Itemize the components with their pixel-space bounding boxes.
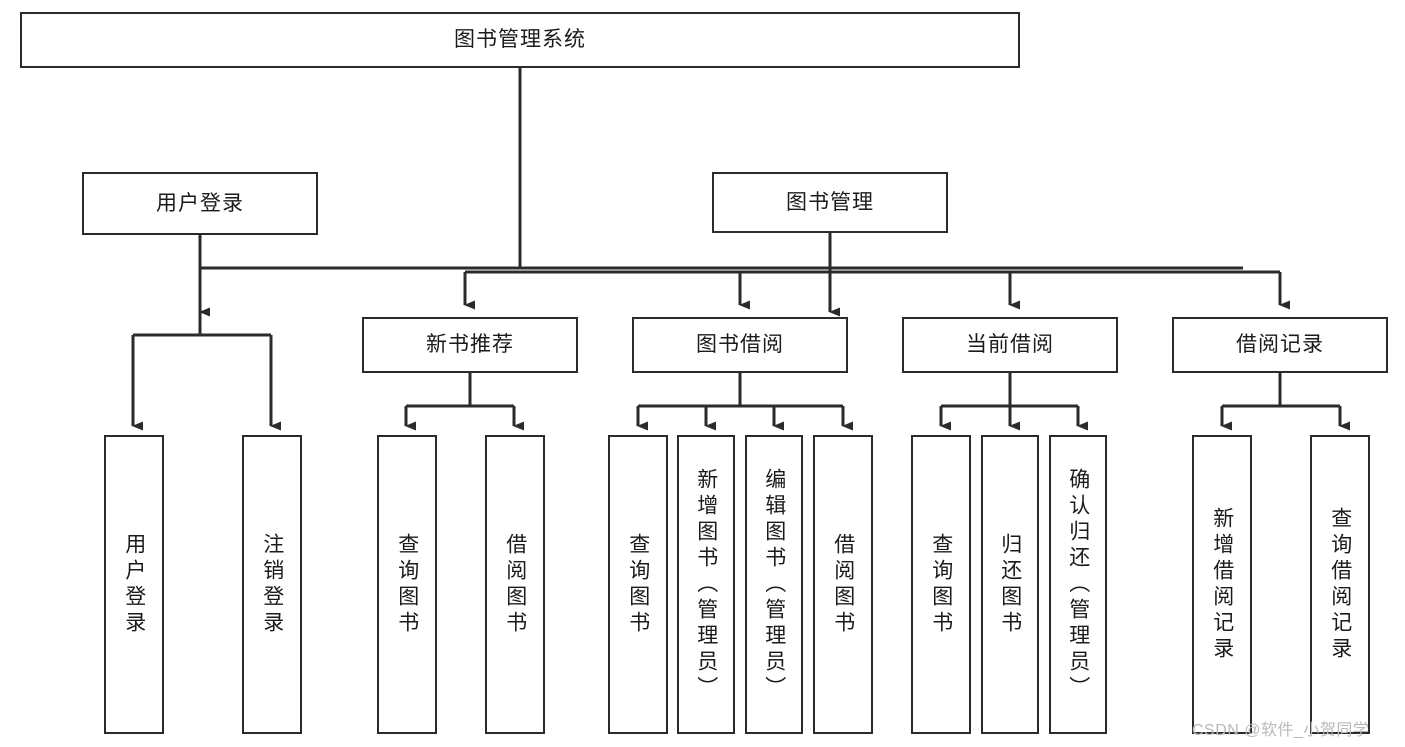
leaf-confirm-return-admin[interactable]: 确认归还（管理员）: [1049, 435, 1107, 734]
leaf-user-login[interactable]: 用户登录: [104, 435, 164, 734]
leaf-return-book[interactable]: 归还图书: [981, 435, 1039, 734]
leaf-add-borrow-record[interactable]: 新增借阅记录: [1192, 435, 1252, 734]
node-new-book-rec-label: 新书推荐: [426, 333, 514, 357]
node-user-login-label: 用户登录: [156, 191, 244, 215]
node-new-book-rec[interactable]: 新书推荐: [362, 317, 578, 373]
leaf-add-book-admin[interactable]: 新增图书（管理员）: [677, 435, 735, 734]
node-root-label: 图书管理系统: [454, 28, 586, 52]
leaf-confirm-return-admin-label: 确认归还（管理员）: [1066, 467, 1090, 702]
leaf-query-book-1-label: 查询图书: [395, 532, 419, 637]
node-book-manage-label: 图书管理: [786, 190, 874, 214]
leaf-add-borrow-record-label: 新增借阅记录: [1210, 506, 1234, 663]
leaf-user-login-label: 用户登录: [122, 532, 146, 637]
leaf-borrow-book-1-label: 借阅图书: [503, 532, 527, 637]
leaf-edit-book-admin[interactable]: 编辑图书（管理员）: [745, 435, 803, 734]
node-current-borrow[interactable]: 当前借阅: [902, 317, 1118, 373]
leaf-borrow-book-1[interactable]: 借阅图书: [485, 435, 545, 734]
node-user-login[interactable]: 用户登录: [82, 172, 318, 235]
node-book-manage[interactable]: 图书管理: [712, 172, 948, 233]
leaf-logout-login-label: 注销登录: [260, 532, 284, 637]
leaf-edit-book-admin-label: 编辑图书（管理员）: [762, 467, 786, 702]
leaf-query-book-1[interactable]: 查询图书: [377, 435, 437, 734]
leaf-query-borrow-record-label: 查询借阅记录: [1328, 506, 1352, 663]
node-root[interactable]: 图书管理系统: [20, 12, 1020, 68]
node-book-borrow-label: 图书借阅: [696, 333, 784, 357]
leaf-query-borrow-record[interactable]: 查询借阅记录: [1310, 435, 1370, 734]
leaf-query-book-2-label: 查询图书: [626, 532, 650, 637]
node-borrow-record-label: 借阅记录: [1236, 333, 1324, 357]
leaf-add-book-admin-label: 新增图书（管理员）: [694, 467, 718, 702]
leaf-return-book-label: 归还图书: [998, 532, 1022, 637]
node-current-borrow-label: 当前借阅: [966, 333, 1054, 357]
node-borrow-record[interactable]: 借阅记录: [1172, 317, 1388, 373]
leaf-query-book-2[interactable]: 查询图书: [608, 435, 668, 734]
leaf-borrow-book-2[interactable]: 借阅图书: [813, 435, 873, 734]
leaf-query-book-3[interactable]: 查询图书: [911, 435, 971, 734]
csdn-watermark: CSDN @软件_小贺同学: [1192, 722, 1370, 739]
leaf-query-book-3-label: 查询图书: [929, 532, 953, 637]
node-book-borrow[interactable]: 图书借阅: [632, 317, 848, 373]
leaf-borrow-book-2-label: 借阅图书: [831, 532, 855, 637]
leaf-logout-login[interactable]: 注销登录: [242, 435, 302, 734]
